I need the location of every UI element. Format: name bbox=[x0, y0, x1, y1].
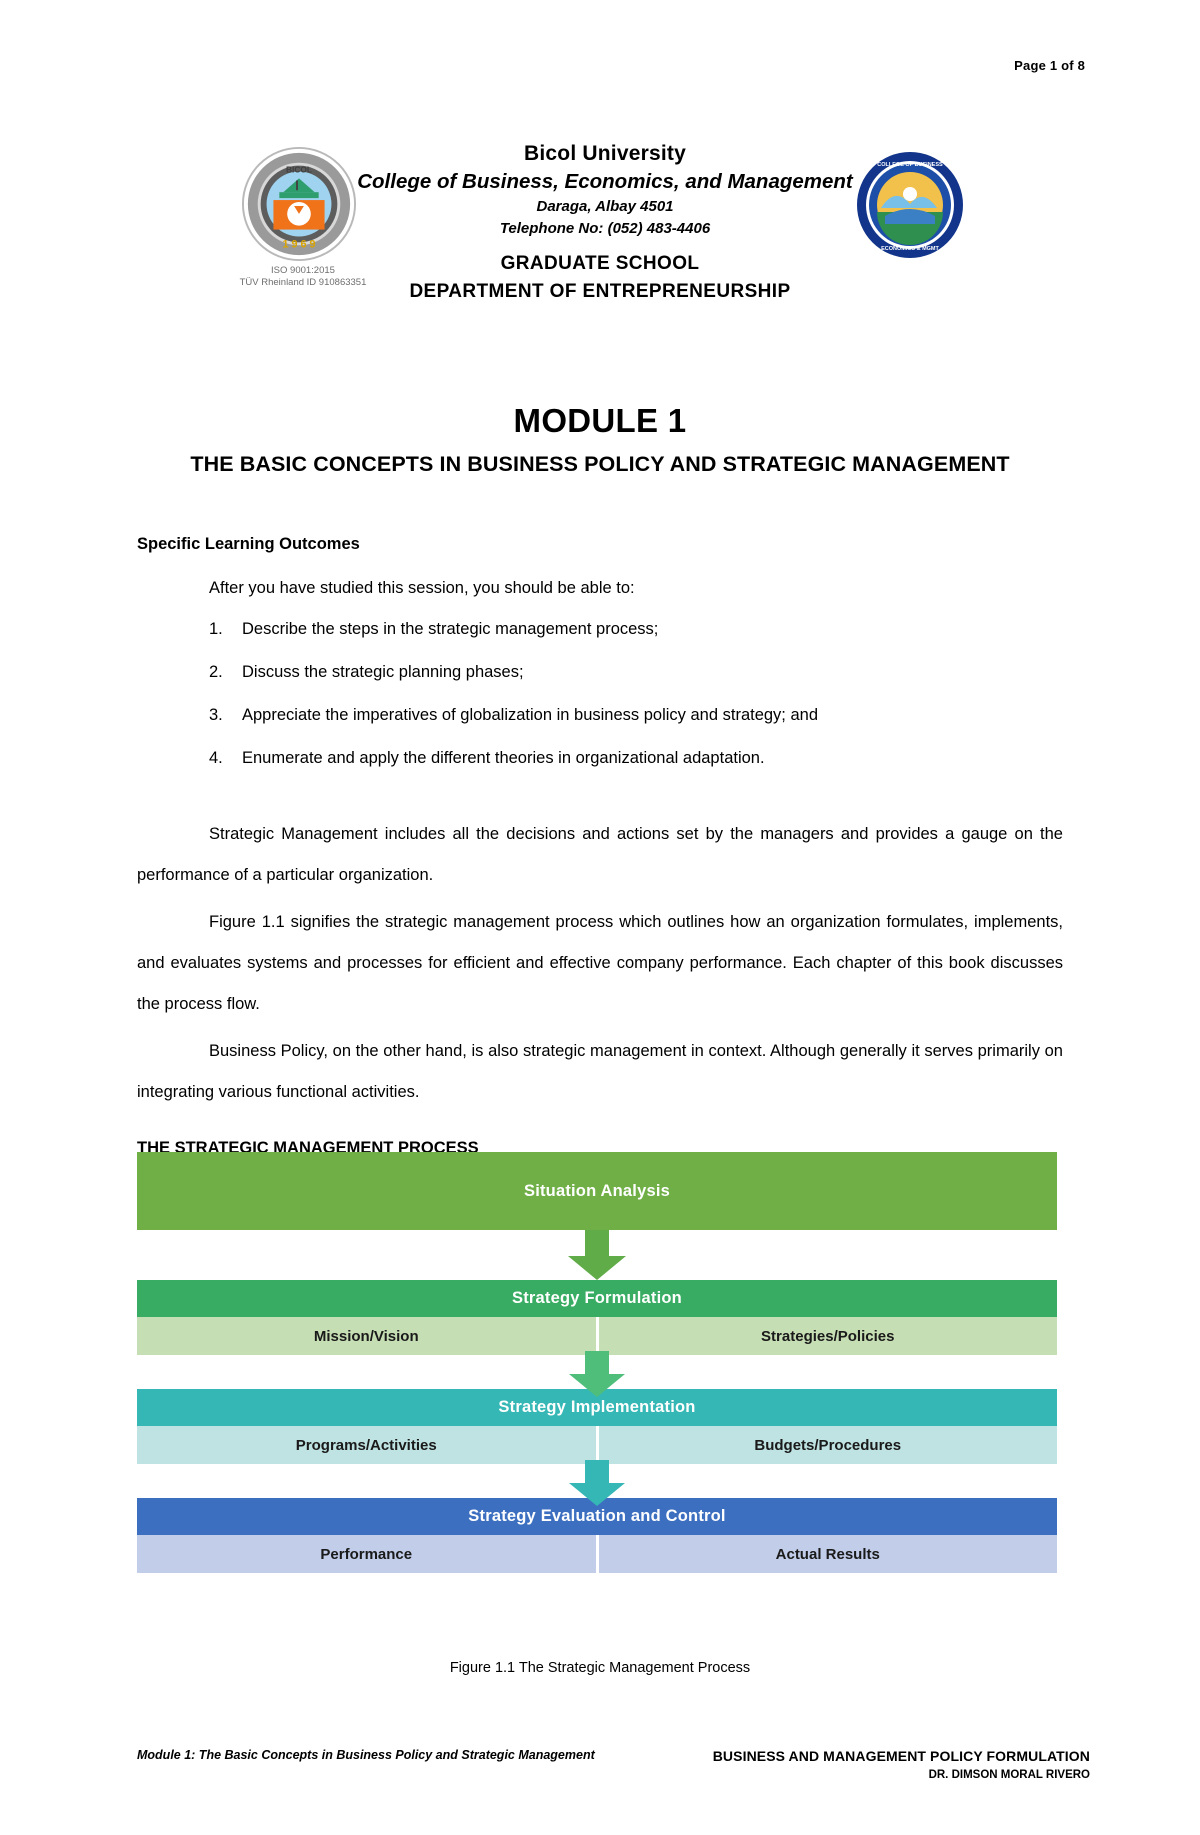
down-arrow-icon bbox=[569, 1351, 625, 1397]
graduate-school-line: GRADUATE SCHOOL bbox=[500, 253, 700, 274]
telephone-line: Telephone No: (052) 483-4406 bbox=[499, 220, 711, 237]
bicol-university-seal-icon: BICOL 1 9 6 9 bbox=[241, 146, 357, 262]
module-subtitle: THE BASIC CONCEPTS IN BUSINESS POLICY AN… bbox=[190, 452, 1010, 476]
substage-mission-vision: Mission/Vision bbox=[137, 1317, 596, 1355]
list-item-number: 1. bbox=[209, 620, 223, 638]
arrow-implementation-to-evaluation bbox=[137, 1460, 1057, 1506]
list-item: 4. Enumerate and apply the different the… bbox=[209, 749, 1063, 768]
svg-text:COLLEGE OF BUSINESS: COLLEGE OF BUSINESS bbox=[877, 162, 943, 168]
list-item-text: Enumerate and apply the different theori… bbox=[242, 749, 765, 767]
substage-programs-activities: Programs/Activities bbox=[137, 1426, 596, 1464]
substage-row-formulation: Mission/Vision Strategies/Policies bbox=[137, 1317, 1057, 1355]
list-item: 2. Discuss the strategic planning phases… bbox=[209, 663, 1063, 682]
substage-label: Budgets/Procedures bbox=[754, 1436, 902, 1454]
footer-course-title: BUSINESS AND MANAGEMENT POLICY FORMULATI… bbox=[712, 1748, 1090, 1764]
page-number: Page 1 of 8 bbox=[1014, 58, 1085, 73]
list-item-text: Describe the steps in the strategic mana… bbox=[242, 620, 659, 638]
footer-author-name: DR. DIMSON MORAL RIVERO bbox=[928, 1769, 1090, 1781]
stage-label: Strategy Implementation bbox=[498, 1398, 696, 1416]
list-item: 3. Appreciate the imperatives of globali… bbox=[209, 706, 1063, 725]
university-name: Bicol University bbox=[524, 142, 686, 165]
stage-situation-analysis: Situation Analysis bbox=[137, 1152, 1057, 1230]
list-item: 1. Describe the steps in the strategic m… bbox=[209, 620, 1063, 639]
iso-standard: ISO 9001:2015 bbox=[271, 265, 335, 276]
substage-performance: Performance bbox=[137, 1535, 596, 1573]
substage-label: Performance bbox=[320, 1545, 413, 1563]
list-item-text: Discuss the strategic planning phases; bbox=[242, 663, 524, 681]
down-arrow-icon bbox=[569, 1460, 625, 1506]
document-body: Specific Learning Outcomes After you hav… bbox=[137, 535, 1063, 1158]
page-footer: Module 1: The Basic Concepts in Business… bbox=[137, 1748, 1090, 1781]
school-block: GRADUATE SCHOOL DEPARTMENT OF ENTREPRENE… bbox=[0, 250, 1200, 306]
substage-budgets-procedures: Budgets/Procedures bbox=[595, 1426, 1057, 1464]
substage-row-evaluation: Performance Actual Results bbox=[137, 1535, 1057, 1573]
substage-row-implementation: Programs/Activities Budgets/Procedures bbox=[137, 1426, 1057, 1464]
module-title: MODULE 1 bbox=[513, 402, 687, 439]
address-line: Daraga, Albay 4501 bbox=[536, 198, 674, 215]
list-item-number: 3. bbox=[209, 706, 223, 724]
department-line: DEPARTMENT OF ENTREPRENEURSHIP bbox=[409, 281, 791, 302]
cbem-seal-icon: COLLEGE OF BUSINESS ECONOMICS & MGMT bbox=[857, 152, 963, 258]
paragraph-strategic-management: Strategic Management includes all the de… bbox=[137, 825, 1063, 884]
letterhead: BICOL 1 9 6 9 COLLEGE OF BUSINESS ECONOM… bbox=[0, 140, 1200, 270]
learning-outcomes-list: 1. Describe the steps in the strategic m… bbox=[137, 620, 1063, 768]
strategic-management-process-diagram: Situation Analysis Strategy Formulation … bbox=[137, 1152, 1057, 1573]
paragraph-business-policy: Business Policy, on the other hand, is a… bbox=[137, 1042, 1063, 1101]
letterhead-text: Bicol University College of Business, Ec… bbox=[300, 140, 910, 240]
list-item-text: Appreciate the imperatives of globalizat… bbox=[242, 706, 819, 724]
stage-label: Strategy Evaluation and Control bbox=[468, 1507, 726, 1525]
substage-label: Strategies/Policies bbox=[761, 1327, 895, 1345]
learning-outcomes-lead: After you have studied this session, you… bbox=[209, 579, 635, 597]
iso-registrar: TÜV Rheinland ID 910863351 bbox=[239, 277, 367, 288]
svg-text:ECONOMICS & MGMT: ECONOMICS & MGMT bbox=[881, 246, 939, 252]
figure-caption: Figure 1.1 The Strategic Management Proc… bbox=[449, 1660, 751, 1676]
stage-label: Situation Analysis bbox=[523, 1181, 671, 1200]
substage-strategies-policies: Strategies/Policies bbox=[595, 1317, 1057, 1355]
list-item-number: 4. bbox=[209, 749, 223, 767]
svg-text:1 9 6 9: 1 9 6 9 bbox=[282, 238, 315, 250]
paragraph-figure-description: Figure 1.1 signifies the strategic manag… bbox=[137, 913, 1063, 1013]
college-name: College of Business, Economics, and Mana… bbox=[357, 170, 853, 193]
list-item-number: 2. bbox=[209, 663, 223, 681]
footer-course-block: BUSINESS AND MANAGEMENT POLICY FORMULATI… bbox=[713, 1748, 1090, 1781]
svg-text:BICOL: BICOL bbox=[286, 165, 312, 175]
substage-actual-results: Actual Results bbox=[595, 1535, 1057, 1573]
arrow-formulation-to-implementation bbox=[137, 1351, 1057, 1397]
stage-strategy-formulation: Strategy Formulation bbox=[137, 1280, 1057, 1317]
substage-label: Programs/Activities bbox=[295, 1436, 437, 1454]
substage-label: Mission/Vision bbox=[313, 1327, 419, 1345]
arrow-situation-to-formulation bbox=[137, 1230, 1057, 1280]
stage-label: Strategy Formulation bbox=[512, 1289, 682, 1307]
learning-outcomes-heading: Specific Learning Outcomes bbox=[137, 535, 360, 553]
footer-module-label: Module 1: The Basic Concepts in Business… bbox=[137, 1748, 595, 1762]
substage-label: Actual Results bbox=[775, 1545, 880, 1563]
iso-certification-text: ISO 9001:2015 TÜV Rheinland ID 910863351 bbox=[218, 265, 388, 289]
down-arrow-icon bbox=[568, 1230, 626, 1280]
